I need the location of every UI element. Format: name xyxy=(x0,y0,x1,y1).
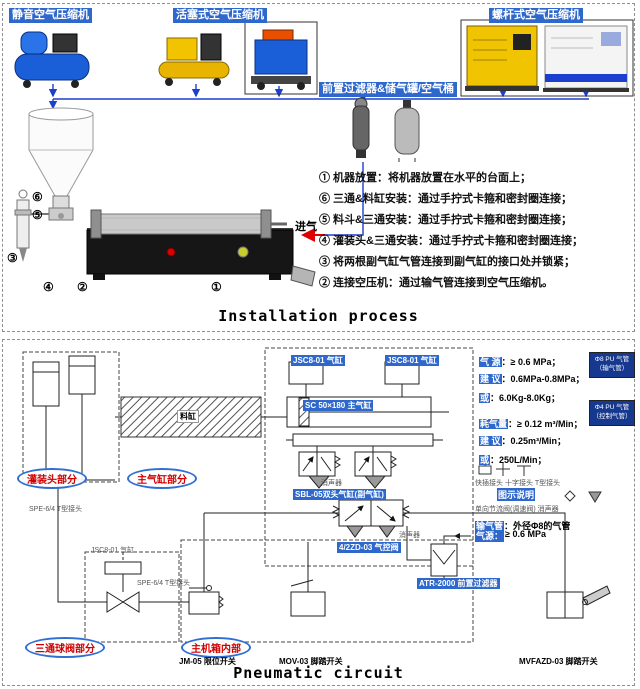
machine-marker-2: ② xyxy=(77,280,88,294)
machine-marker-6: ⑥ xyxy=(32,190,43,204)
installation-steps: ① 机器放置：将机器放置在水平的台面上； ⑥ 三通&料缸安装：通过手拧式卡箍和密… xyxy=(319,168,583,294)
step-5: ③ 将两根副气缸气管连接到副气缸的接口处并锁紧； xyxy=(319,256,576,268)
section-main-cylinder: 主气缸部分 xyxy=(127,468,197,489)
step-3: ⑤ 料斗&三通安装：通过手拧式卡箍和密封圈连接； xyxy=(319,214,572,226)
air-inlet-label: 进气 xyxy=(295,221,317,233)
machine-marker-5: ⑤ xyxy=(32,208,43,222)
pipe-note-key: 输气管 xyxy=(475,521,505,531)
pipe-note-value: ：外径Φ8的气管 xyxy=(504,521,571,531)
section-filling-head: 灌装头部分 xyxy=(17,468,87,489)
piston-compressor-illustration xyxy=(158,33,230,86)
machine-marker-4: ④ xyxy=(43,280,54,294)
pipe-box-1: Φ8 PU 气管（输气管） xyxy=(589,352,635,378)
note-key-2: 建 议 xyxy=(479,374,502,384)
foot-pedal-illustration xyxy=(290,265,316,287)
twin-cylinder-label: SBL-05双头气缸(副气缸) xyxy=(293,489,386,500)
air-source-path xyxy=(406,526,471,584)
screw-compressor-yellow-illustration xyxy=(465,25,539,91)
tee-fitting-label-1: SPE-6/4 T型接头 xyxy=(29,506,83,513)
note-key-3: 或 xyxy=(479,393,491,403)
cabinet-valves xyxy=(188,512,611,619)
air-source-value: ≥ 0.6 MPa xyxy=(505,529,546,539)
prefilter-label-2: ATR-2000 前置过滤器 xyxy=(417,578,500,589)
note-key-5: 建 议 xyxy=(479,436,502,446)
note-key-6: 或 xyxy=(479,455,491,465)
note-val-2: ：0.6MPa-0.8MPa； xyxy=(501,374,585,384)
note-key-1: 气 源 xyxy=(479,357,502,367)
prefilter-label: 前置过滤器&储气罐/空气桶 xyxy=(319,82,457,97)
filling-machine-illustration xyxy=(14,107,316,287)
step-1: ① 机器放置：将机器放置在水平的台面上； xyxy=(319,172,532,184)
air-source-key: 气源： xyxy=(475,529,505,542)
head-cylinder-label-1: JSC8-01 气缸 xyxy=(291,355,345,366)
note-key-4: 耗气量 xyxy=(479,419,509,429)
pneumatic-title: Pneumatic circuit xyxy=(233,664,404,682)
machine-marker-3: ③ xyxy=(7,251,18,265)
screw-compressor-white-illustration xyxy=(543,25,629,92)
pilot-valve-label: 4/2ZD-03 气控阀 xyxy=(337,542,401,553)
ball-valve-group xyxy=(91,552,189,613)
foot-switch-2-label: MVFAZD-03 脚踏开关 xyxy=(519,657,598,666)
piston-compressor-2-illustration xyxy=(251,29,311,90)
legend-title: 图示说明 xyxy=(497,488,536,501)
sub-cylinder-valves xyxy=(298,451,397,489)
pipe-box-2: Φ4 PU 气管（控制气管） xyxy=(589,400,635,426)
step-6: ② 连接空压机：通过输气管连接到空气压缩机。 xyxy=(319,277,554,289)
legend-symbols xyxy=(478,462,602,503)
foot-switch-1-label: MOV-03 脚踏开关 xyxy=(279,657,343,666)
section-cabinet: 主机箱内部 xyxy=(181,637,251,658)
pneumatic-panel: 灌装头部分 主气缸部分 三通球阀部分 主机箱内部 JSC8-01 气缸 JSC8… xyxy=(2,339,635,686)
ball-valve-cylinder-label: JSC8-01 气缸 xyxy=(91,547,135,554)
legend-row-1: 快插接头 十字接头 T型接头 xyxy=(475,480,561,487)
compressor-label-screw: 螺杆式空气压缩机 xyxy=(489,8,583,23)
prefilter-illustration xyxy=(352,97,420,162)
air-supply-lines xyxy=(48,84,591,236)
note-val-5: ：0.25m³/Min； xyxy=(501,436,567,446)
compressor-label-piston: 活塞式空气压缩机 xyxy=(173,8,267,23)
head-cylinder-label-2: JSC8-01 气缸 xyxy=(385,355,439,366)
legend-row-2: 单向节流阀(调速阀) 消声器 xyxy=(475,506,559,513)
material-cylinder-label: 料缸 xyxy=(177,410,199,423)
installation-title: Installation process xyxy=(218,307,419,325)
note-val-1: ：≥ 0.6 MPa； xyxy=(501,357,561,367)
muffler-label-2: 消声器 xyxy=(399,532,420,539)
note-val-3: ：6.0Kg-8.0Kg； xyxy=(490,393,561,403)
installation-panel: 静音空气压缩机 活塞式空气压缩机 螺杆式空气压缩机 前置过滤器&储气罐/空气桶 … xyxy=(2,3,635,332)
material-cylinder-symbol xyxy=(120,396,262,438)
muffler-label-1: 消声器 xyxy=(321,480,342,487)
level-switch-label: JM-05 限位开关 xyxy=(179,657,236,666)
step-4: ④ 灌装头&三通安装：通过手拧式卡箍和密封圈连接； xyxy=(319,235,583,247)
machine-marker-1: ① xyxy=(211,280,222,294)
piston-compressor-frame xyxy=(244,21,318,95)
installation-diagram xyxy=(14,19,634,287)
note-val-4: ：≥ 0.12 m³/Min； xyxy=(508,419,583,429)
section-three-way-valve: 三通球阀部分 xyxy=(25,637,105,658)
main-cylinder-label: SC 50×180 主气缸 xyxy=(303,400,374,411)
silent-compressor-illustration xyxy=(14,31,90,88)
compressor-label-silent: 静音空气压缩机 xyxy=(9,8,92,23)
step-2: ⑥ 三通&料缸安装：通过手拧式卡箍和密封圈连接； xyxy=(319,193,572,205)
note-val-6: ：250L/Min； xyxy=(490,455,547,465)
tee-fitting-label-2: SPE-6/4 T型接头 xyxy=(137,580,191,587)
pilot-valve-symbol xyxy=(331,499,411,538)
